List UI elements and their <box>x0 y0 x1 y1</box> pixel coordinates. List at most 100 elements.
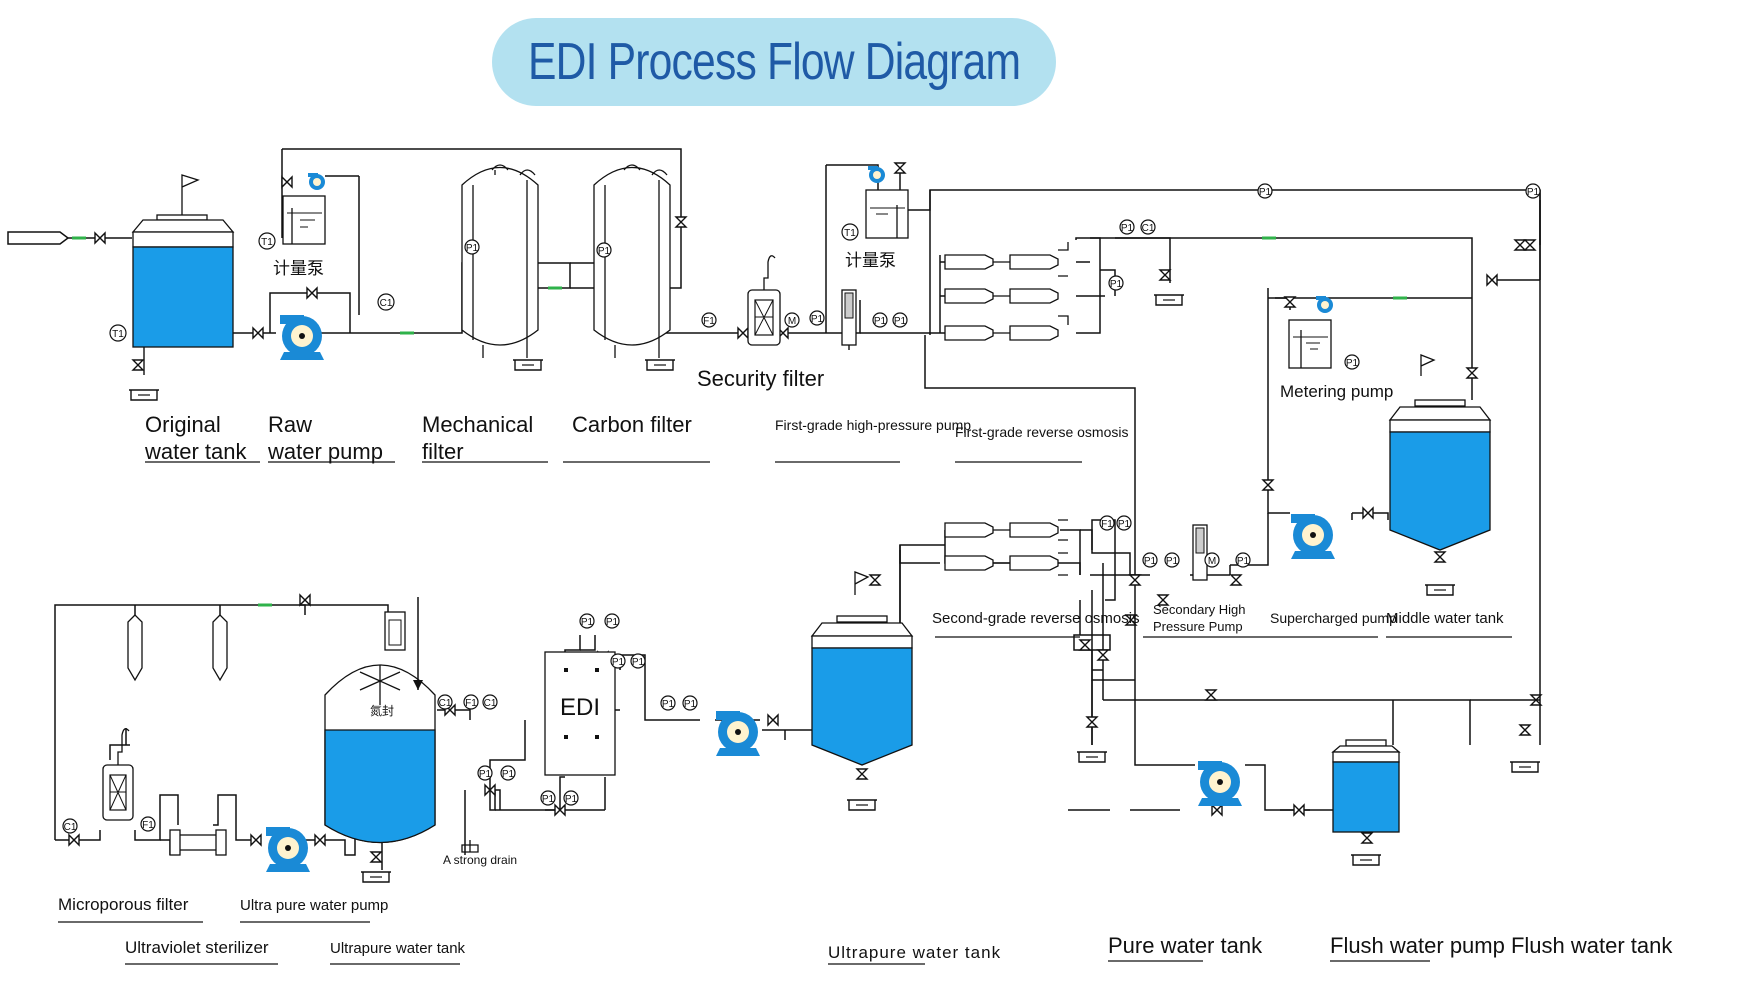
ultrapure-transfer-pump-icon <box>716 711 760 756</box>
middle-water-tank <box>1388 354 1492 551</box>
nitrogen-seal-label: 氮封 <box>370 703 394 718</box>
edi-module: EDI <box>544 651 616 776</box>
gauge-p1-label: P1 <box>1121 223 1134 234</box>
raw-water-pump-icon <box>280 315 324 360</box>
gauge-p1-label: P1 <box>1110 279 1123 290</box>
metering-tank-2 <box>865 189 909 239</box>
gauge-c1-label: C1 <box>380 298 393 309</box>
secondary-hp-pump-label-line2: Pressure Pump <box>1153 619 1243 634</box>
flush-pump-tank-label: Flush water pump Flush water tank <box>1330 933 1673 958</box>
gauge-t1-label: T1 <box>112 329 124 340</box>
gauge-t1-label: T1 <box>261 237 273 248</box>
first-ro-label: First-grade reverse osmosis <box>955 424 1129 440</box>
gauge-p1-label: P1 <box>606 617 619 628</box>
ultra-pure-pump-label: Ultra pure water pump <box>240 897 388 914</box>
uv-sterilizer <box>169 829 227 856</box>
carbon-filter-label: Carbon filter <box>572 412 692 437</box>
second-ro-label: Second-grade reverse osmosis <box>932 610 1140 627</box>
gauge-p1-label: P1 <box>1259 187 1272 198</box>
gauge-p1-label: P1 <box>1346 358 1359 369</box>
carbon-filter <box>593 164 671 358</box>
gauge-p1-label: P1 <box>479 769 492 780</box>
first-grade-ro-membranes <box>944 242 1069 341</box>
raw-pump-label-line2: water pump <box>267 439 383 464</box>
gauge-p1-label: P1 <box>811 314 824 325</box>
ultra-pure-water-pump-icon <box>266 827 310 872</box>
metering-pump-2-icon <box>868 166 885 183</box>
first-grade-hp-pump <box>841 289 857 350</box>
gauge-f1-label: F1 <box>465 698 477 709</box>
security-filter-label: Security filter <box>697 366 824 391</box>
pure-water-tank-label: Pure water tank <box>1108 933 1263 958</box>
middle-water-tank-label: Middle water tank <box>1386 610 1504 627</box>
gauge-f1-label: F1 <box>142 820 154 831</box>
ultrapure-tank-label-lower: Ultrapure water tank <box>330 940 466 957</box>
gauge-f1-label: F1 <box>703 316 715 327</box>
gauge-m-label: M <box>788 316 796 327</box>
instrument-gauges <box>62 183 1541 834</box>
supercharged-pump-label: Supercharged pump <box>1270 610 1397 626</box>
gauge-p1-label: P1 <box>1237 556 1250 567</box>
metering-tank-3 <box>1288 319 1332 369</box>
gauge-p1-label: P1 <box>1527 187 1540 198</box>
diagram-title: EDI Process Flow Diagram <box>527 33 1021 91</box>
gauge-c1-label: C1 <box>64 822 77 833</box>
gauge-c1-label: C1 <box>1142 223 1155 234</box>
metering-pump-1-icon <box>308 173 325 190</box>
label-underlines <box>58 461 1512 965</box>
gauge-p1-label: P1 <box>1166 556 1179 567</box>
nitrogen-sealed-tank: 氮封 <box>324 597 436 844</box>
microporous-filter-label: Microporous filter <box>58 895 189 914</box>
secondary-hp-pump-label-line1: Secondary High <box>1153 602 1246 617</box>
gauge-p1-label: P1 <box>581 617 594 628</box>
gauge-p1-label: P1 <box>598 246 611 257</box>
gauge-p1-label: P1 <box>1118 519 1131 530</box>
original-water-tank <box>131 174 235 375</box>
mechanical-filter-label-line2: filter <box>422 439 464 464</box>
gauge-labels: T1 T1 C1 P1 P1 F1 M P1 T1 P1 P1 P1 C1 P1… <box>64 187 1540 833</box>
gauge-p1-label: P1 <box>466 243 479 254</box>
strong-drain-label: A strong drain <box>443 853 517 867</box>
security-filter <box>747 255 781 346</box>
gauge-p1-label: P1 <box>894 316 907 327</box>
original-tank-label-line1: Original <box>145 412 221 437</box>
second-grade-ro-membranes <box>944 519 1068 576</box>
flush-water-tank <box>1331 739 1401 833</box>
gauge-m-label: M <box>1208 556 1216 567</box>
ultrapure-tank-label-center: Ultrapure water tank <box>828 943 1001 962</box>
ultrapure-tank-center <box>810 571 914 766</box>
gauge-p1-label: P1 <box>565 794 578 805</box>
first-hp-pump-label: First-grade high-pressure pump <box>775 417 971 433</box>
gauge-f1-label: F1 <box>1101 519 1113 530</box>
gauge-p1-label: P1 <box>662 699 675 710</box>
gauge-p1-label: P1 <box>1144 556 1157 567</box>
component-labels: 计量泵 计量泵 Security filter Original water t… <box>58 251 1673 962</box>
uv-sterilizer-label: Ultraviolet sterilizer <box>125 938 269 957</box>
raw-pump-label-line1: Raw <box>268 412 312 437</box>
gauge-p1-label: P1 <box>542 794 555 805</box>
gauge-p1-label: P1 <box>612 657 625 668</box>
microporous-filters <box>127 614 228 682</box>
mechanical-filter-label-line1: Mechanical <box>422 412 533 437</box>
edi-label: EDI <box>560 694 600 721</box>
gauge-c1-label: C1 <box>439 698 452 709</box>
metering-pump-cn-label-1: 计量泵 <box>273 259 324 278</box>
metering-pump-cn-label-2: 计量泵 <box>845 251 896 270</box>
supercharged-pump-icon <box>1291 514 1335 559</box>
gauge-p1-label: P1 <box>632 657 645 668</box>
metering-pump-label: Metering pump <box>1280 382 1393 401</box>
gauge-p1-label: P1 <box>502 769 515 780</box>
gauge-c1-label: C1 <box>484 698 497 709</box>
flow-markers <box>72 236 1407 607</box>
gauge-p1-label: P1 <box>684 699 697 710</box>
title-banner: EDI Process Flow Diagram <box>492 18 1056 106</box>
drains <box>128 294 1541 883</box>
mechanical-filter <box>461 164 539 358</box>
gauge-t1-label: T1 <box>844 228 856 239</box>
original-tank-label-line2: water tank <box>144 439 247 464</box>
flush-water-pump-icon <box>1198 761 1242 806</box>
secondary-hp-pump <box>1192 524 1208 581</box>
metering-tank-1 <box>282 195 326 245</box>
lower-security-filter <box>102 728 134 821</box>
